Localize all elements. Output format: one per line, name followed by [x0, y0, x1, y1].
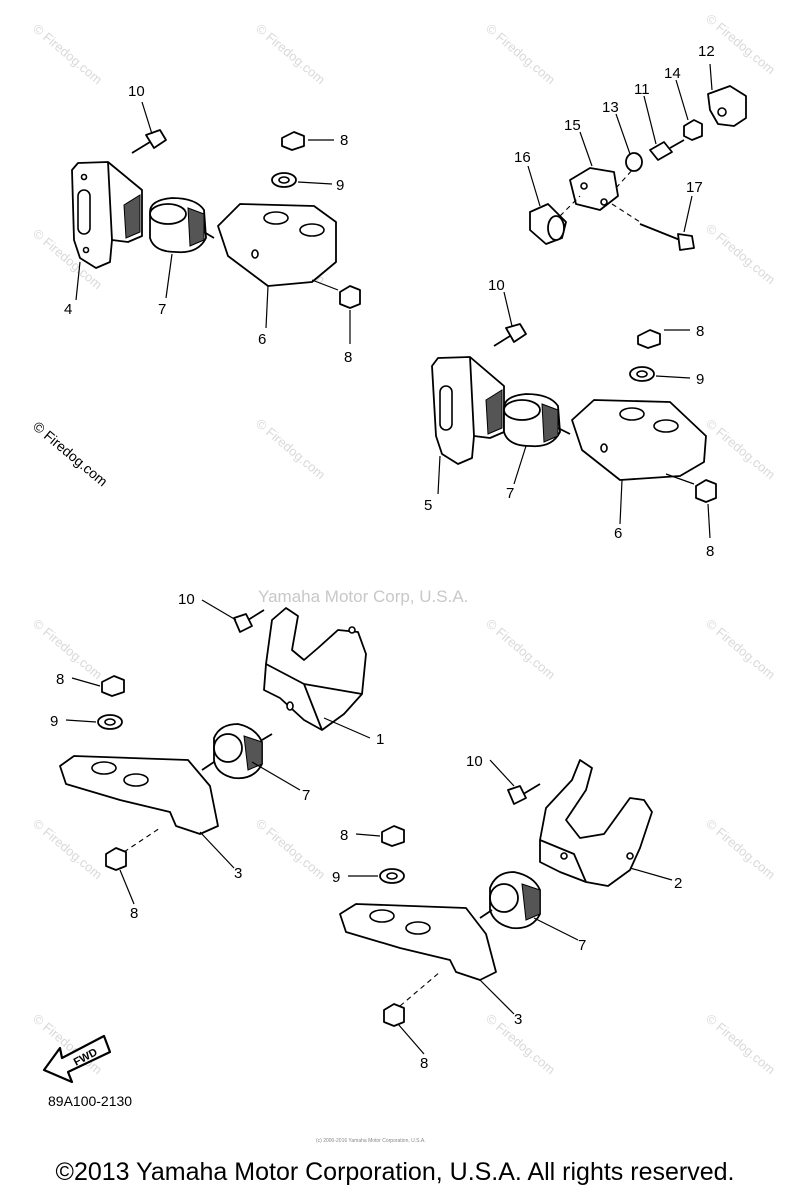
bolt-17: [639, 223, 695, 251]
leader-lines: [65, 63, 713, 1055]
callout-7: 7: [506, 485, 514, 502]
rubber-mount-7: [201, 723, 273, 780]
watermark: © Firedog.com: [30, 21, 105, 87]
callout-6: 6: [258, 331, 266, 348]
watermark: © Firedog.com: [30, 616, 105, 682]
callout-6: 6: [614, 525, 622, 542]
watermark: © Firedog.com: [703, 616, 778, 682]
nut-14: [683, 119, 703, 141]
washer-9: [97, 714, 123, 730]
nut-8: [383, 1003, 405, 1027]
bolt-11: [649, 139, 685, 161]
washer-9: [629, 366, 655, 382]
mount-assembly-lower-left: [59, 607, 367, 871]
callout-10: 10: [466, 753, 483, 770]
bracket-15: [569, 167, 619, 211]
nut-8: [105, 847, 127, 871]
bolt-10: [493, 323, 527, 347]
watermark: © Firedog.com: [253, 816, 328, 882]
watermark-center: Yamaha Motor Corp, U.S.A.: [258, 587, 468, 606]
bolt-10: [233, 609, 265, 633]
callout-9: 9: [336, 177, 344, 194]
watermark-dark: © Firedog.com: [30, 418, 111, 489]
watermark: © Firedog.com: [703, 221, 778, 287]
part-number: 89A100-2130: [48, 1093, 132, 1109]
callout-8: 8: [706, 543, 714, 560]
callout-5: 5: [424, 497, 432, 514]
nut-8: [101, 675, 125, 697]
watermark: © Firedog.com: [703, 1011, 778, 1077]
callout-10: 10: [128, 83, 145, 100]
callout-8: 8: [420, 1055, 428, 1072]
callout-1: 1: [376, 731, 384, 748]
callout-16: 16: [514, 149, 531, 166]
callout-14: 14: [664, 65, 681, 82]
callout-10: 10: [488, 277, 505, 294]
mount-assembly-lower-right: [339, 759, 653, 1027]
bracket-2: [539, 759, 653, 887]
bracket-1: [263, 607, 367, 731]
watermark: © Firedog.com: [703, 816, 778, 882]
nut-8: [637, 329, 661, 349]
plate-3: [59, 755, 219, 835]
bracket-5: [431, 356, 505, 465]
callout-11: 11: [634, 81, 650, 98]
rubber-mount-7: [149, 197, 215, 254]
watermark: © Firedog.com: [483, 21, 558, 87]
watermark: © Firedog.com: [483, 616, 558, 682]
washer-9: [379, 868, 405, 884]
mount-assembly-middle-right: [431, 323, 717, 503]
mount-assembly-upper-left: [71, 129, 361, 309]
callout-8: 8: [340, 827, 348, 844]
watermark: © Firedog.com: [703, 416, 778, 482]
nut-8: [281, 131, 305, 151]
callout-8: 8: [340, 132, 348, 149]
watermark: © Firedog.com: [253, 416, 328, 482]
callout-9: 9: [696, 371, 704, 388]
watermark: © Firedog.com: [253, 21, 328, 87]
plate-6: [217, 203, 337, 287]
callout-10: 10: [178, 591, 195, 608]
callout-15: 15: [564, 117, 581, 134]
callout-8: 8: [56, 671, 64, 688]
callout-8: 8: [696, 323, 704, 340]
watermark: © Firedog.com: [30, 816, 105, 882]
callout-12: 12: [698, 43, 715, 60]
callout-3: 3: [514, 1011, 522, 1028]
callout-17: 17: [686, 179, 703, 196]
callout-3: 3: [234, 865, 242, 882]
plate-6: [571, 399, 707, 481]
callout-9: 9: [50, 713, 58, 730]
linkage-assembly: [529, 85, 747, 251]
washer-13: [625, 152, 643, 172]
rubber-mount-7: [479, 871, 541, 930]
bracket-4: [71, 161, 143, 269]
callout-9: 9: [332, 869, 340, 886]
copyright-notice: ©2013 Yamaha Motor Corporation, U.S.A. A…: [55, 1158, 735, 1186]
bolt-10: [507, 783, 541, 805]
bracket-12: [707, 85, 747, 127]
tiny-copyright: (c) 2000-2016 Yamaha Motor Corporation, …: [316, 1138, 426, 1144]
plate-3: [339, 903, 497, 981]
callout-8: 8: [130, 905, 138, 922]
rubber-mount-7: [503, 393, 571, 448]
callout-7: 7: [302, 787, 310, 804]
callout-4: 4: [64, 301, 72, 318]
bushing-16: [529, 203, 567, 245]
callout-8: 8: [344, 349, 352, 366]
nut-8: [381, 825, 405, 847]
callout-2: 2: [674, 875, 682, 892]
callout-7: 7: [578, 937, 586, 954]
bolt-10: [131, 129, 167, 154]
washer-9: [271, 172, 297, 188]
callout-7: 7: [158, 301, 166, 318]
nut-8: [339, 285, 361, 309]
nut-8: [695, 479, 717, 503]
callout-13: 13: [602, 99, 619, 116]
callout-numbers: 10 8 9 4 7 6 8 12 14 11 13 15 16 17 10 8…: [50, 43, 715, 1072]
